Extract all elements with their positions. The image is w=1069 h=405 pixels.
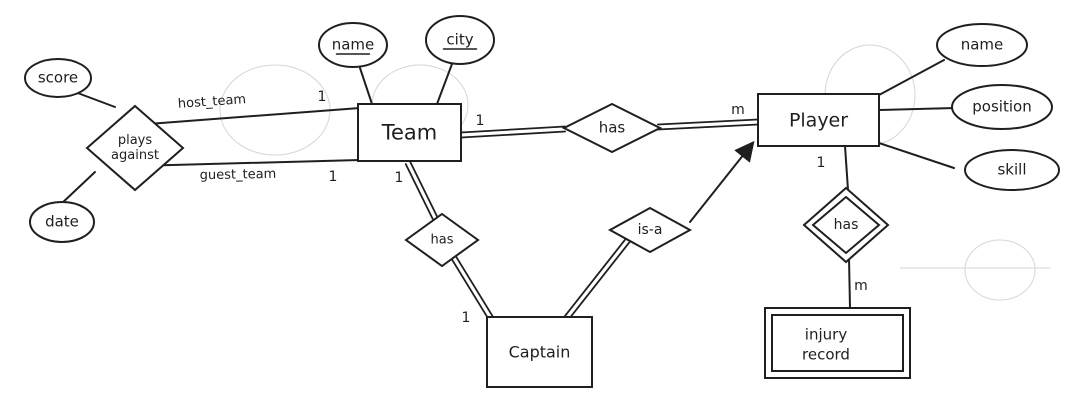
date-ellipse [29, 201, 95, 243]
player-name-ellipse [936, 23, 1028, 67]
player-name-attribute: name [936, 23, 1028, 67]
team-entity-box [357, 103, 462, 162]
player-injury-has-inner-diamond [811, 195, 881, 255]
team-has-player-player-card: m [731, 102, 745, 118]
captain-isa-lower-connector-a [566, 240, 631, 323]
date-connector [59, 171, 96, 206]
player-skill-ellipse [964, 149, 1060, 191]
team-has-player-right-connector-a [657, 123, 760, 131]
bleed-through-mark [964, 239, 1036, 301]
team-player-has-label: has [599, 119, 626, 137]
date-attribute: date [29, 201, 95, 243]
captain-entity-box [486, 316, 593, 388]
team-city-ellipse [425, 15, 495, 65]
paper-bleed-through [219, 44, 1050, 301]
guest-team-connector [134, 159, 361, 167]
team-player-has-diamond [561, 102, 663, 154]
guest-team-card: 1 [329, 169, 338, 185]
player-entity-box [757, 93, 880, 147]
player-position-label: position [972, 98, 1031, 116]
connector-lines: host_team guest_team 1 1 1 m 1 1 1 m [59, 59, 956, 326]
player-position-connector [878, 107, 956, 111]
player-skill-connector [878, 142, 955, 169]
captain-isa-lower-connector-b [562, 237, 627, 320]
plays-against-label: plays [118, 133, 153, 148]
injury-record-label: injury [805, 326, 848, 344]
player-injury-has-label: has [834, 217, 859, 233]
host-team-connector [134, 107, 361, 126]
host-team-label: host_team [177, 92, 246, 112]
player-injury-has-connector [844, 145, 849, 191]
team-entity-label: Team [381, 121, 438, 145]
captain-entity: Captain [486, 316, 593, 388]
team-captain-has-label: has [431, 233, 454, 248]
date-label: date [45, 213, 79, 231]
team-captain-has-lower-connector-a [450, 258, 491, 323]
player-position-attribute: position [951, 84, 1053, 130]
player-entity: Player [757, 93, 880, 147]
injury-record-inner-box [771, 314, 904, 372]
team-captain-has-relationship: has [404, 212, 480, 268]
team-captain-has-diamond [404, 212, 480, 268]
score-label: score [38, 69, 78, 87]
team-captain-has-upper-connector-b [409, 160, 441, 222]
team-captain-team-card: 1 [395, 170, 404, 186]
plays-against-label: against [111, 148, 159, 163]
team-name-attribute: name [318, 22, 388, 68]
team-has-player-right-connector-b [656, 118, 759, 126]
bleed-through-mark [219, 64, 331, 156]
team-city-connector [436, 63, 453, 105]
team-captain-captain-card: 1 [462, 310, 471, 326]
isa-arrow [689, 140, 755, 223]
team-city-label: city [446, 31, 473, 49]
player-name-connector [878, 59, 945, 96]
score-ellipse [24, 58, 92, 98]
team-captain-has-upper-connector [404, 160, 441, 225]
score-attribute: score [24, 58, 92, 98]
captain-isa-player-diamond [607, 206, 693, 254]
team-captain-has-lower-connector-b [455, 255, 496, 320]
team-captain-has-upper-connector-a [404, 163, 436, 225]
captain-isa-lower-connector [562, 237, 631, 323]
player-injury-player-card: 1 [817, 155, 826, 171]
team-entity: Team [357, 103, 462, 162]
captain-isa-player-label: is-a [638, 222, 663, 238]
team-has-player-left-connector-a [460, 130, 567, 139]
team-name-label: name [332, 36, 375, 54]
team-name-ellipse [318, 22, 388, 68]
injury-record-label: record [802, 346, 850, 364]
player-injury-record-card: m [854, 278, 868, 294]
team-name-connector [359, 67, 373, 105]
score-connector [74, 91, 116, 108]
injury-record-weak-entity: injury record [764, 307, 911, 379]
injury-has-record-connector [848, 257, 851, 309]
guest-team-label: guest_team [200, 167, 277, 183]
team-player-has-relationship: has [561, 102, 663, 154]
player-name-label: name [961, 36, 1004, 54]
team-has-player-right-connector [656, 118, 760, 131]
player-skill-label: skill [997, 161, 1026, 179]
player-skill-attribute: skill [964, 149, 1060, 191]
team-captain-has-lower-connector [450, 255, 496, 323]
team-city-attribute: city [425, 15, 495, 65]
player-entity-label: Player [789, 110, 848, 132]
host-team-card: 1 [318, 89, 327, 105]
captain-entity-label: Captain [509, 343, 571, 362]
player-injury-has-relationship: has [802, 186, 890, 264]
player-position-ellipse [951, 84, 1053, 130]
captain-isa-player-relationship: is-a [607, 206, 693, 254]
team-has-player-left-connector-b [459, 125, 566, 134]
plays-against-diamond [85, 104, 185, 192]
team-has-player-team-card: 1 [476, 113, 485, 129]
team-has-player-left-connector [459, 125, 567, 139]
